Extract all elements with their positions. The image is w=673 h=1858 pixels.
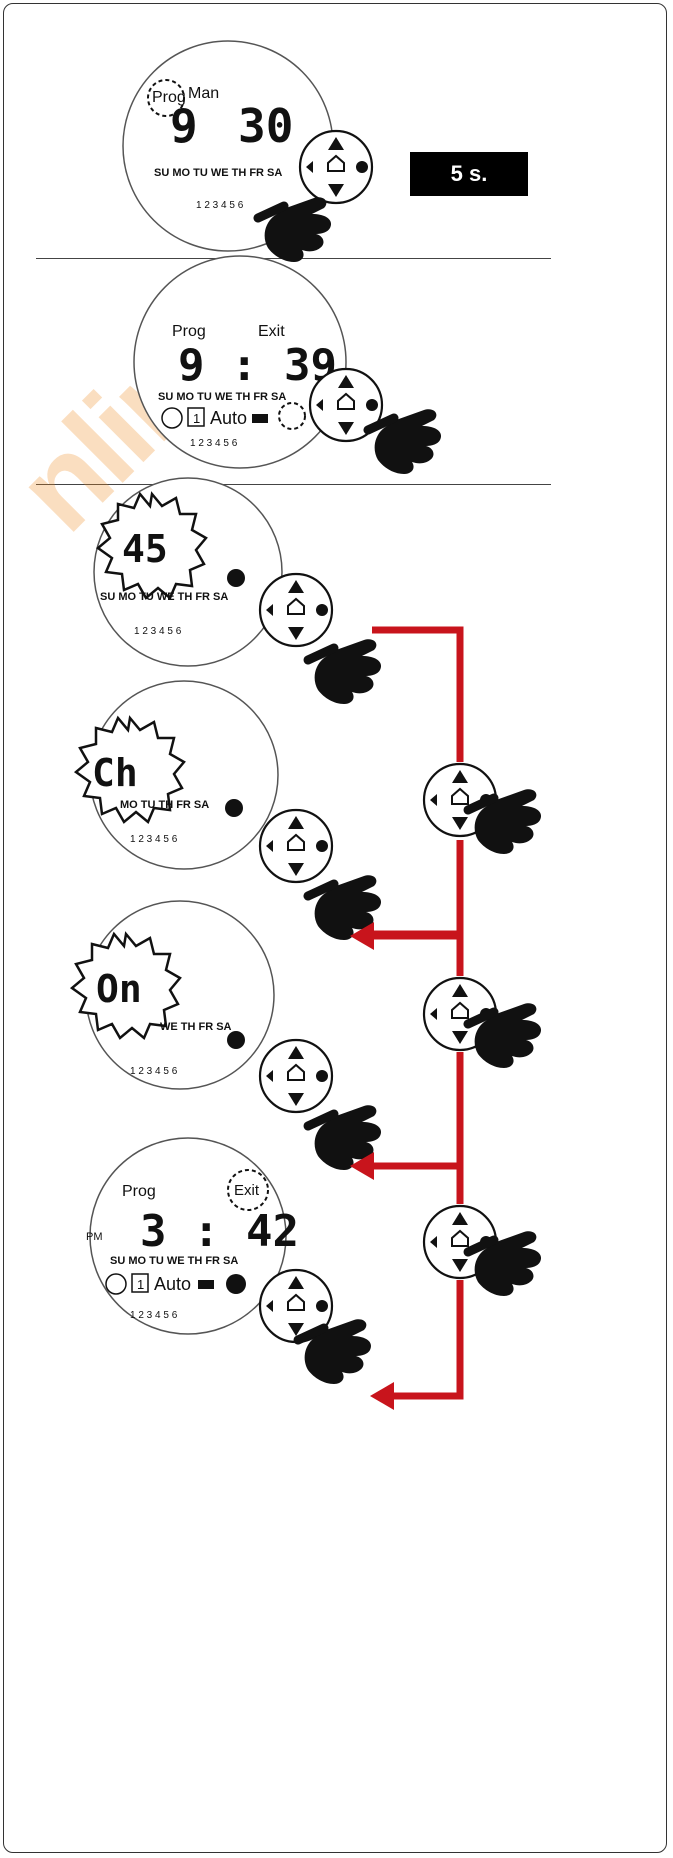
- globe-icon: [227, 1031, 245, 1049]
- setting-value: On: [96, 967, 142, 1011]
- weekday-row: SU MO TU WE TH FR SA: [154, 167, 282, 179]
- exit-label: Exit: [234, 1182, 260, 1199]
- svg-text:1: 1: [193, 411, 200, 426]
- weekday-row: SU MO TU WE TH FR SA: [100, 591, 228, 603]
- minute-digits: 30: [238, 99, 293, 153]
- control-pad-icon[interactable]: [298, 129, 374, 205]
- control-pad-icon[interactable]: [258, 1038, 334, 1114]
- manual-mode-icon: [187, 407, 205, 427]
- flow-connector: [372, 626, 464, 762]
- globe-icon: [278, 402, 306, 430]
- flow-connector: [370, 1052, 464, 1170]
- time-digits: 3 : 42: [140, 1206, 299, 1257]
- hour-digits: 9: [170, 99, 198, 153]
- pm-label: PM: [86, 1231, 103, 1243]
- vacation-icon: [198, 1280, 214, 1289]
- dial-numbers: 1 2 3 4 5 6: [130, 834, 178, 845]
- prog-label: Prog: [172, 323, 206, 340]
- step1-display: Prog Man 9 30 SU MO TU WE TH FR SA 1 2 3…: [122, 40, 334, 252]
- dial-numbers: 1 2 3 4 5 6: [130, 1310, 178, 1321]
- flow-connector: [372, 930, 464, 976]
- step4-display: Prog Exit PM 3 : 42 SU MO TU WE TH FR SA…: [86, 1137, 299, 1335]
- duration-badge: 5 s.: [410, 152, 528, 196]
- step2-display: Prog Exit 9 : 39 SU MO TU WE TH FR SA 1 …: [133, 255, 347, 469]
- page-frame: [3, 3, 667, 1853]
- globe-icon: [227, 569, 245, 587]
- globe-icon: [226, 1274, 246, 1294]
- flow-connector: [370, 840, 464, 940]
- manual-mode-icon: [131, 1273, 149, 1293]
- step3b-display: Ch MO TU TH FR SA 1 2 3 4 5 6: [74, 680, 279, 870]
- clock-icon: [105, 1273, 127, 1295]
- exit-label: Exit: [258, 323, 285, 340]
- control-pad-icon[interactable]: [258, 572, 334, 648]
- flow-connector: [390, 1280, 464, 1400]
- dial-numbers: 1 2 3 4 5 6: [196, 200, 244, 211]
- arrow-head: [370, 1382, 394, 1410]
- weekday-row: MO TU TH FR SA: [120, 799, 209, 811]
- flow-connector: [372, 1162, 464, 1204]
- pressing-hand-icon: [308, 639, 381, 704]
- arrow-head: [350, 1152, 374, 1180]
- setting-value: 45: [122, 527, 168, 571]
- globe-icon: [225, 799, 243, 817]
- svg-text:1: 1: [137, 1277, 144, 1292]
- flow-arrows: [350, 626, 464, 1410]
- setting-value: Ch: [92, 751, 138, 795]
- prog-label: Prog: [122, 1183, 156, 1200]
- step3c-display: On WE TH FR SA 1 2 3 4 5 6: [70, 900, 275, 1090]
- vacation-icon: [252, 414, 268, 423]
- dial-numbers: 1 2 3 4 5 6: [190, 438, 238, 449]
- dial-numbers: 1 2 3 4 5 6: [134, 626, 182, 637]
- control-pad-icon[interactable]: [258, 808, 334, 884]
- step3a-display: 45 SU MO TU WE TH FR SA 1 2 3 4 5 6: [93, 477, 283, 667]
- weekday-row: SU MO TU WE TH FR SA: [158, 391, 286, 403]
- weekday-row: WE TH FR SA: [160, 1021, 232, 1033]
- section-divider: [36, 484, 551, 485]
- clock-icon: [161, 407, 183, 429]
- time-digits: 9 : 39: [178, 340, 337, 391]
- auto-label: Auto: [154, 1274, 191, 1294]
- weekday-row: SU MO TU WE TH FR SA: [110, 1255, 238, 1267]
- man-label: Man: [188, 85, 219, 102]
- arrow-head: [350, 922, 374, 950]
- dial-numbers: 1 2 3 4 5 6: [130, 1066, 178, 1077]
- auto-label: Auto: [210, 408, 247, 428]
- prog-label: Prog: [152, 89, 186, 106]
